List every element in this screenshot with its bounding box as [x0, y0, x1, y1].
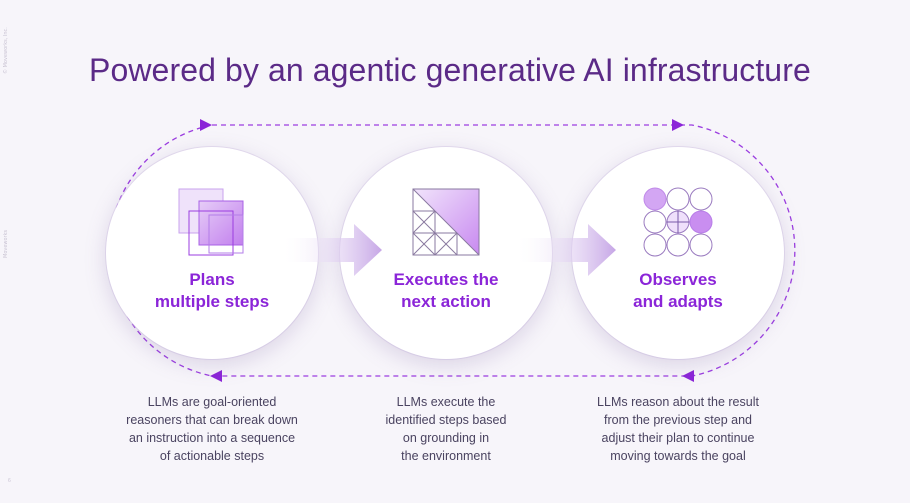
description-line: identified steps based [385, 413, 507, 427]
step-title-line2: next action [401, 292, 491, 311]
overlapping-squares-icon [178, 188, 244, 256]
loop-arrowhead-bottom-left [210, 370, 222, 382]
description-line: adjust their plan to continue [601, 431, 755, 445]
flow-arrow-1 [284, 224, 382, 276]
triangle-grid-icon [412, 188, 480, 256]
description-line: from the previous step and [604, 413, 752, 427]
loop-arrowhead-top-right [672, 119, 684, 131]
page-title: Powered by an agentic generative AI infr… [89, 52, 811, 88]
description-line: LLMs execute the [396, 395, 496, 409]
step-title-line1: Plans [189, 270, 235, 289]
description-line: an instruction into a sequence [128, 431, 296, 445]
loop-arrowhead-top-left [200, 119, 212, 131]
description-line: LLMs are goal-oriented [147, 395, 277, 409]
page-number: 6 [8, 478, 11, 484]
flow-arrow-2 [518, 224, 616, 276]
description-line: the environment [401, 449, 491, 463]
step-title-line1: Executes the [393, 270, 499, 289]
step-title-line2: multiple steps [154, 292, 270, 311]
step-description-plans: LLMs are goal-oriented reasoners that ca… [102, 393, 322, 465]
step-description-executes: LLMs execute the identified steps based … [336, 393, 556, 465]
description-line: reasoners that can break down [126, 413, 298, 427]
circle-grid-icon [643, 187, 713, 257]
description-line: LLMs reason about the result [597, 395, 759, 409]
loop-arrowhead-bottom-right [682, 370, 694, 382]
step-description-observes: LLMs reason about the result from the pr… [568, 393, 788, 465]
description-line: of actionable steps [159, 449, 265, 463]
step-circle-plans: Plans multiple steps [106, 147, 318, 359]
description-line: moving towards the goal [610, 449, 746, 463]
step-title-line1: Observes [639, 270, 717, 289]
description-line: on grounding in [402, 431, 490, 445]
step-title-line2: and adapts [633, 292, 723, 311]
